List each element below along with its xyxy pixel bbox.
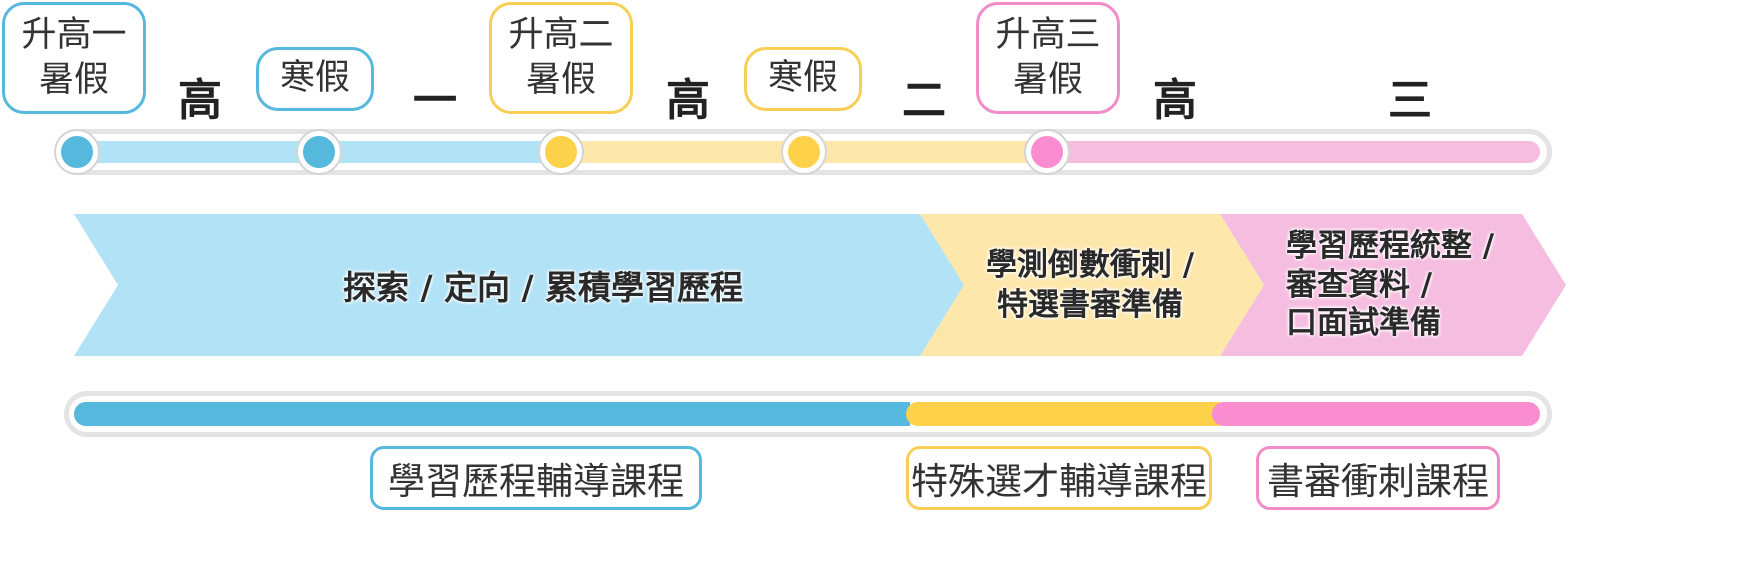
milestone-g3-summer: 升高三 暑假: [976, 2, 1120, 114]
course-review: 書審衝刺課程: [1256, 446, 1500, 510]
grade-g2-char2: 二: [902, 75, 946, 126]
phase-arrow-blue: [74, 214, 964, 356]
course-portfolio: 學習歷程輔導課程: [370, 446, 702, 510]
milestone-g2-winter: 寒假: [744, 47, 862, 111]
course-bar-blue: [74, 402, 910, 426]
phase-explore-text: 探索 / 定向 / 累積學習歷程: [342, 268, 744, 307]
grade-g2-char1: 高: [666, 75, 710, 126]
grade-g1-char1: 高: [178, 75, 222, 126]
milestone-g1-winter: 寒假: [256, 47, 374, 111]
grade-g3-char2: 三: [1388, 75, 1432, 126]
timeline-dot-g1-summer: [56, 131, 98, 173]
phase-final-line3: 口面試準備: [1286, 305, 1441, 342]
milestone-g2-summer: 升高二 暑假: [489, 2, 633, 114]
course-bar-pink: [1212, 402, 1540, 426]
grade-g3-char1: 高: [1153, 75, 1197, 126]
milestone-g1-summer: 升高一 暑假: [2, 2, 146, 114]
course-bar-yellow: [906, 402, 1220, 426]
phase-prep-line1: 學測倒數衝刺 /: [985, 246, 1195, 283]
grade-g1-char2: 一: [413, 75, 457, 126]
phase-final-line2: 審查資料 /: [1286, 266, 1433, 303]
timeline-dot-g1-winter: [298, 131, 340, 173]
course-special: 特殊選才輔導課程: [906, 446, 1212, 510]
timeline-dot-g2-summer: [540, 131, 582, 173]
phase-arrow-yellow: [920, 214, 1264, 356]
phase-prep-line2: 特選書審準備: [997, 287, 1183, 323]
phase-arrow-pink: [1220, 214, 1566, 356]
timeline-dot-g2-winter: [783, 131, 825, 173]
timeline-dot-g3-summer: [1026, 131, 1068, 173]
timeline-segment-pink: [1047, 141, 1540, 163]
phase-final-text: 學習歷程統整 / 審查資料 / 口面試準備: [1286, 214, 1526, 356]
phase-prep-text: 學測倒數衝刺 / 特選書審準備: [968, 214, 1212, 356]
phase-final-line1: 學習歷程統整 /: [1286, 227, 1495, 264]
